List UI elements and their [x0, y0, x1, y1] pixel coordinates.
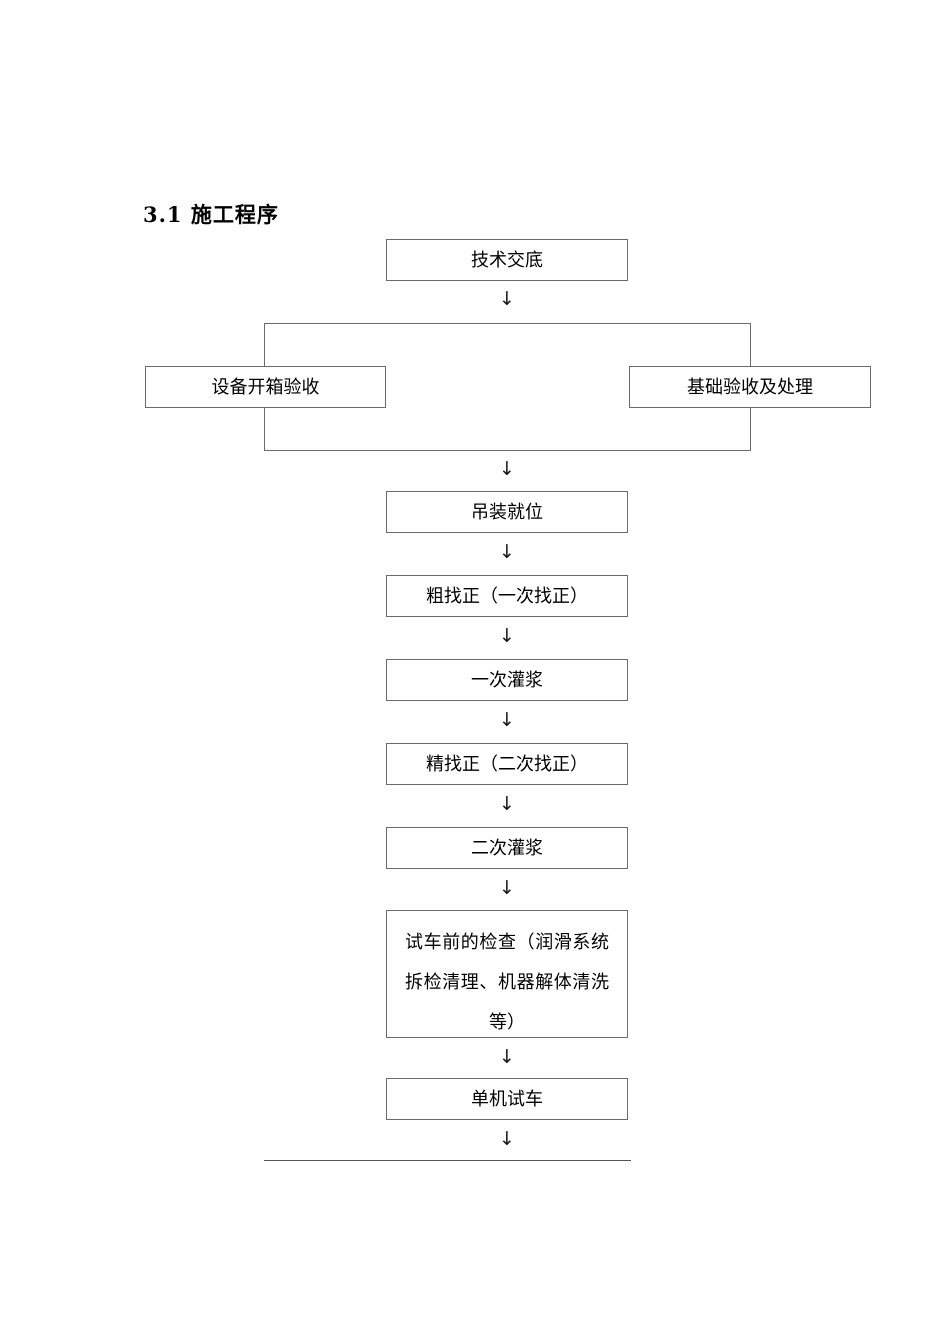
flow-arrow-down-5: ↓ — [499, 709, 515, 731]
flow-node-pre-commissioning-check-line-2: 拆检清理、机器解体清洗 — [405, 972, 609, 993]
flow-arrow-down-3: ↓ — [499, 541, 515, 563]
flow-node-equipment-unpacking-inspection: 设备开箱验收 — [145, 366, 386, 408]
flow-arrow-down-9: ↓ — [499, 1128, 515, 1150]
flow-arrow-down-7: ↓ — [499, 877, 515, 899]
flow-node-pre-commissioning-check-line-3: 等） — [489, 1012, 525, 1033]
page-heading: 3.1 施工程序 — [143, 202, 279, 227]
flow-node-pre-commissioning-check-line-1: 试车前的检查（润滑系统 — [405, 932, 609, 953]
flow-node-hoisting-in-place: 吊装就位 — [386, 491, 628, 533]
flow-node-technical-briefing: 技术交底 — [386, 239, 628, 281]
flow-arrow-down-1: ↓ — [499, 288, 515, 310]
flow-node-foundation-acceptance: 基础验收及处理 — [629, 366, 871, 408]
flow-node-truncated-top-edge — [264, 1160, 631, 1161]
flow-node-pre-commissioning-check: 试车前的检查（润滑系统 拆检清理、机器解体清洗 等） — [386, 910, 628, 1038]
flow-node-second-grouting: 二次灌浆 — [386, 827, 628, 869]
flow-arrow-down-6: ↓ — [499, 793, 515, 815]
flow-node-rough-alignment: 粗找正（一次找正） — [386, 575, 628, 617]
flow-node-fine-alignment: 精找正（二次找正） — [386, 743, 628, 785]
flow-node-first-grouting: 一次灌浆 — [386, 659, 628, 701]
flow-node-single-machine-test-run: 单机试车 — [386, 1078, 628, 1120]
flow-arrow-down-8: ↓ — [499, 1046, 515, 1068]
flow-arrow-down-2: ↓ — [499, 458, 515, 480]
flow-arrow-down-4: ↓ — [499, 625, 515, 647]
